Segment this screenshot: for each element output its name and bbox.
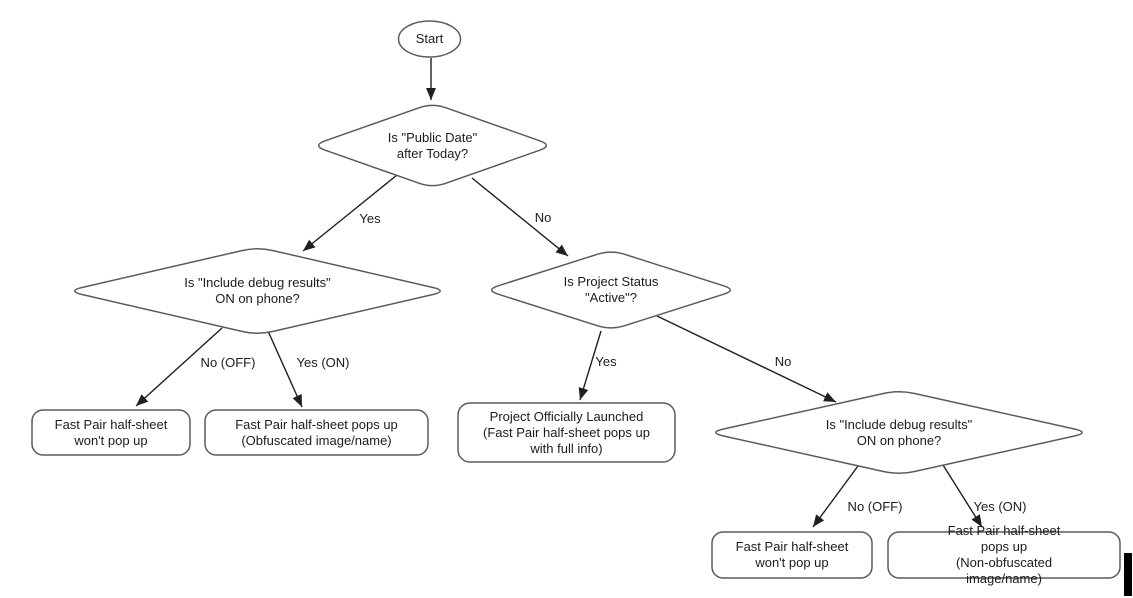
result-obfuscated-shape <box>204 409 429 456</box>
text-cursor-bar <box>1124 553 1132 596</box>
result-no-popup-right-shape <box>711 531 873 579</box>
decision-project-status-shape <box>490 251 732 329</box>
edge-debug-left-yes-arrow <box>267 330 303 408</box>
edge-debug-right-no-arrow <box>812 465 859 528</box>
edge-public-yes-arrow <box>302 174 398 252</box>
result-no-popup-left-shape <box>31 409 191 456</box>
edge-debug-right-yes-arrow <box>942 464 983 528</box>
result-non-obfuscated-shape <box>887 531 1121 579</box>
edge-status-no-arrow <box>656 315 837 403</box>
edge-debug-left-no-arrow <box>135 327 223 407</box>
edge-public-no-arrow <box>471 177 569 257</box>
edge-status-yes-arrow <box>578 330 602 401</box>
decision-debug-left-shape <box>74 248 441 334</box>
start-node-shape <box>397 20 462 58</box>
decision-debug-right-shape <box>715 391 1083 474</box>
decision-public-date-shape <box>317 104 548 187</box>
result-launched-shape <box>457 402 676 463</box>
